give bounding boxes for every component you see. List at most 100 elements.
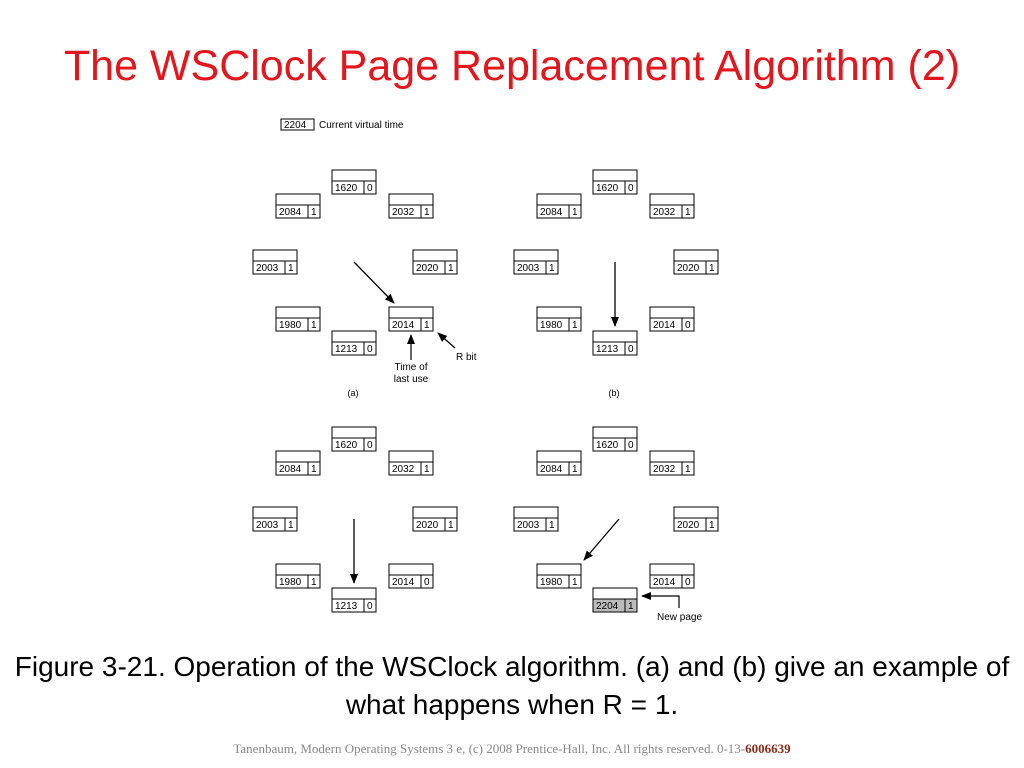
frame-header-box <box>275 450 321 463</box>
frame-value-box <box>275 204 321 219</box>
frame-time-of-last-use: 2014 <box>392 577 415 588</box>
footer-isbn: 6006639 <box>745 741 791 756</box>
frame-value-box <box>592 598 638 613</box>
frame-value-box <box>536 461 582 476</box>
frame-r-bit: 1 <box>424 320 430 331</box>
frame-r-bit: 1 <box>685 464 691 475</box>
frame-header-box <box>388 306 434 319</box>
frame-header-box <box>331 330 377 343</box>
frame-time-of-last-use: 1980 <box>279 577 302 588</box>
current-time-value: 2204 <box>284 120 307 131</box>
page-frame: 2003 1 <box>252 249 298 275</box>
frame-r-bit: 1 <box>709 263 715 274</box>
frame-header-box <box>536 193 582 206</box>
frame-header-box <box>592 169 638 182</box>
current-time-legend: 2204 Current virtual time <box>280 118 404 131</box>
frame-value-box <box>412 517 458 532</box>
frame-time-of-last-use: 2032 <box>392 207 415 218</box>
page-frame: 2014 0 <box>649 306 695 332</box>
frame-value-box <box>673 260 719 275</box>
frame-time-of-last-use: 2003 <box>256 263 279 274</box>
frame-value-box <box>513 517 559 532</box>
frame-r-bit: 0 <box>367 183 373 194</box>
frame-r-bit: 1 <box>709 520 715 531</box>
frame-time-of-last-use: 2084 <box>540 464 563 475</box>
frame-r-bit: 0 <box>685 320 691 331</box>
frame-header-box <box>536 306 582 319</box>
frame-value-box <box>592 437 638 452</box>
frame-time-of-last-use: 2084 <box>279 464 302 475</box>
frame-time-of-last-use: 2003 <box>517 520 540 531</box>
frame-time-of-last-use: 2032 <box>653 207 676 218</box>
frame-time-of-last-use: 2014 <box>653 320 676 331</box>
frame-value-box <box>275 574 321 589</box>
frame-time-of-last-use: 2084 <box>540 207 563 218</box>
frame-value-box <box>275 461 321 476</box>
new-page-arrow <box>641 592 680 608</box>
frame-value-box <box>412 260 458 275</box>
frame-time-of-last-use: 2020 <box>416 520 439 531</box>
frame-value-box <box>388 574 434 589</box>
copyright-footer: Tanenbaum, Modern Operating Systems 3 e,… <box>0 741 1024 757</box>
current-time-box <box>280 118 315 131</box>
page-frame: 2014 1 <box>388 306 434 332</box>
frame-header-box <box>649 193 695 206</box>
frame-header-box <box>649 450 695 463</box>
current-time-label: Current virtual time <box>319 120 404 131</box>
frame-value-box <box>649 204 695 219</box>
frame-r-bit: 0 <box>367 440 373 451</box>
frame-r-bit: 1 <box>311 464 317 475</box>
frame-time-of-last-use: 2032 <box>392 464 415 475</box>
frame-time-of-last-use: 1213 <box>335 601 358 612</box>
frame-time-of-last-use: 1213 <box>596 344 619 355</box>
frame-header-box <box>388 193 434 206</box>
frame-r-bit: 0 <box>685 577 691 588</box>
frame-header-box <box>536 563 582 576</box>
frame-value-box <box>331 437 377 452</box>
frame-r-bit: 0 <box>367 601 373 612</box>
frame-r-bit: 0 <box>628 440 634 451</box>
frame-header-box <box>331 169 377 182</box>
frame-time-of-last-use: 2014 <box>392 320 415 331</box>
frame-time-of-last-use: 1980 <box>540 577 563 588</box>
frame-value-box <box>331 341 377 356</box>
frame-time-of-last-use: 1980 <box>279 320 302 331</box>
frame-value-box <box>252 517 298 532</box>
frame-r-bit: 1 <box>424 207 430 218</box>
page-frame: 2020 1 <box>673 249 719 275</box>
frame-value-box <box>275 317 321 332</box>
page-frame: 2084 1 <box>275 450 321 476</box>
frame-header-box <box>513 249 559 262</box>
frame-header-box <box>649 306 695 319</box>
frame-time-of-last-use: 2020 <box>677 263 700 274</box>
frame-r-bit: 1 <box>572 207 578 218</box>
frame-value-box <box>536 204 582 219</box>
frame-value-box <box>649 461 695 476</box>
frame-value-box <box>331 180 377 195</box>
frame-time-of-last-use: 2032 <box>653 464 676 475</box>
frame-value-box <box>673 517 719 532</box>
frame-time-of-last-use: 2020 <box>416 263 439 274</box>
frame-time-of-last-use: 1620 <box>596 440 619 451</box>
frame-r-bit: 1 <box>288 263 294 274</box>
frame-r-bit: 1 <box>549 263 555 274</box>
frame-time-of-last-use: 1620 <box>335 183 358 194</box>
frame-header-box <box>412 506 458 519</box>
frame-r-bit: 1 <box>311 207 317 218</box>
slide-title: The WSClock Page Replacement Algorithm (… <box>63 42 961 90</box>
frame-time-of-last-use: 2003 <box>517 263 540 274</box>
frame-header-box <box>331 426 377 439</box>
frame-r-bit: 1 <box>424 464 430 475</box>
